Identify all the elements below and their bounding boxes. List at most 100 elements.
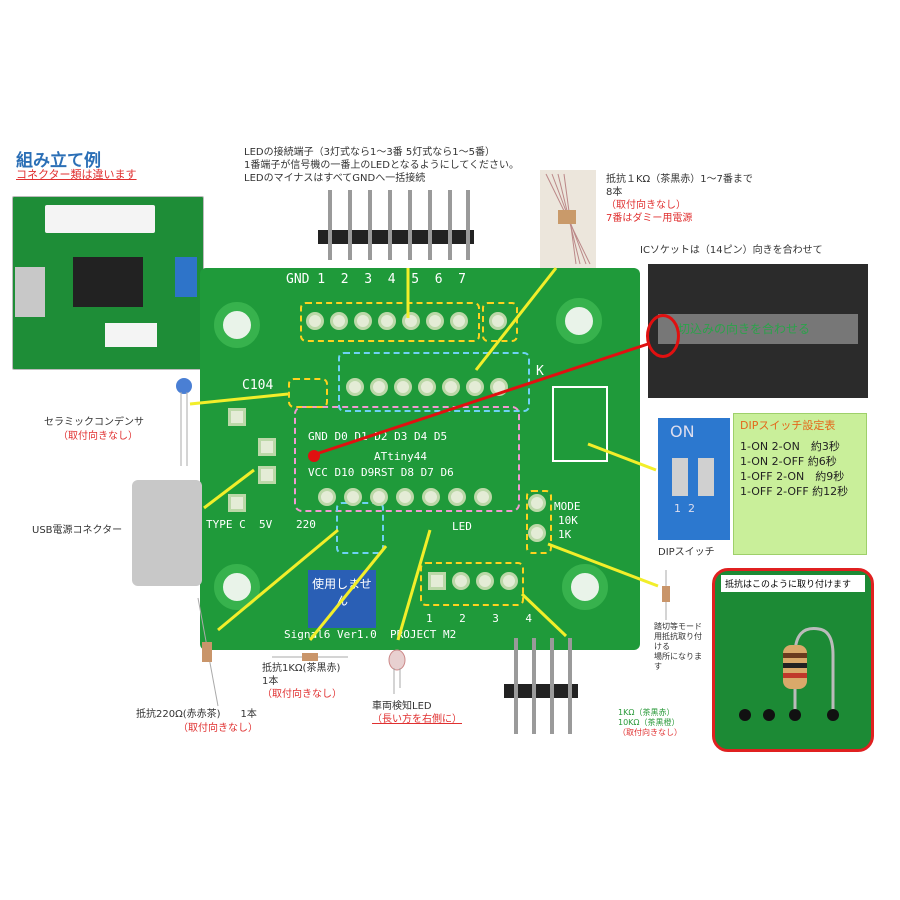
resistor-1k-callout: 抵抗１KΩ（茶黒赤）1〜7番まで 8本 （取付向きなし） 7番はダミー用電源	[606, 173, 806, 225]
led-terminal-line-1: LEDの接続端子（3灯式なら1〜3番 5灯式なら1〜5番）	[244, 147, 495, 158]
resistor-1k-single-line-1: 抵抗1KΩ(茶黒赤)	[262, 663, 341, 674]
pcb-led-label: LED	[452, 520, 472, 533]
resistor-1k-single-line-2: 1本	[262, 676, 279, 687]
assembly-example-photo	[12, 196, 204, 370]
pcb-mode-label: MODE	[554, 500, 581, 513]
led-terminal-callout: LEDの接続端子（3灯式なら1〜3番 5灯式なら1〜5番） 1番端子が信号機の一…	[244, 146, 564, 185]
ceramic-cap-label: セラミックコンデンサ	[44, 417, 144, 428]
dip-table-row: 1-ON 2-ON 約3秒	[740, 440, 840, 453]
dip-lever-1	[672, 458, 688, 496]
pad	[466, 378, 484, 396]
resistor-1k-single-note: （取付向きなし）	[262, 689, 342, 700]
resistor-install-box: 抵抗はこのように取り付けます	[712, 568, 874, 752]
dip-table-row: 1-ON 2-OFF 約6秒	[740, 455, 837, 468]
mode-resistor-callout: 踏切等モード 用抵抗取り付 ける 場所になりま す	[654, 622, 702, 672]
dip-table-row: 1-OFF 2-OFF 約12秒	[740, 485, 849, 498]
page-subtitle: コネクター類は違います	[16, 168, 137, 181]
ic-notch-text: 切込みの向きを合わせる	[678, 322, 811, 336]
pad	[228, 494, 246, 512]
pcb-k-label: K	[536, 364, 544, 379]
pcb-cap-label: C104	[242, 378, 274, 393]
dip-table-title: DIPスイッチ設定表	[740, 419, 836, 432]
pad	[422, 488, 440, 506]
ceramic-cap-photo	[172, 374, 196, 470]
pad	[500, 572, 518, 590]
pcb-r220-label: 220	[296, 518, 316, 531]
ic-socket-callout: ICソケットは（14ピン）向きを合わせて	[640, 245, 823, 256]
pad	[418, 378, 436, 396]
mode-resistor-line: す	[654, 662, 662, 671]
pad	[354, 312, 372, 330]
pcb-gnd-row-label: GND 1 2 3 4 5 6 7	[286, 272, 467, 287]
pad	[452, 572, 470, 590]
mount-hole-tr	[556, 298, 602, 344]
pcb-1k-label: 1K	[558, 528, 572, 541]
pad	[344, 488, 362, 506]
resistors-photo	[540, 170, 596, 268]
pad	[489, 312, 507, 330]
pad	[426, 312, 444, 330]
pad	[528, 524, 546, 542]
dip-settings-table: DIPスイッチ設定表 1-ON 2-ON 約3秒 1-ON 2-OFF 約6秒 …	[733, 413, 867, 555]
resistor-1k-single-callout: 抵抗1KΩ(茶黒赤) 1本 （取付向きなし）	[262, 662, 342, 701]
mount-hole-tl	[214, 302, 260, 348]
ic-notch-marker	[646, 314, 680, 358]
pad	[318, 488, 336, 506]
pad	[330, 312, 348, 330]
example-ic	[73, 257, 143, 307]
usb-connector-label: USB電源コネクター	[32, 525, 123, 536]
pad	[442, 378, 460, 396]
detect-led-photo	[386, 648, 408, 696]
pad	[370, 488, 388, 506]
mode-resistor-line: 用抵抗取り付	[654, 632, 702, 641]
pcb-type-c-label: TYPE C 5V	[206, 518, 273, 531]
ceramic-cap-note: （取付向きなし）	[58, 431, 138, 442]
dip-switch-label: DIPスイッチ	[658, 547, 715, 558]
pad	[528, 494, 546, 512]
resistor-install-drawing	[739, 627, 839, 721]
mode-resistor-note: （取付向きなし）	[618, 728, 682, 737]
resistor-1k-line-2: 8本	[606, 187, 623, 198]
pad	[258, 438, 276, 456]
led-terminal-line-3: LEDのマイナスはすべてGNDへ一括接続	[244, 173, 426, 184]
dip-lever-2	[698, 458, 714, 496]
mode-resistor-line: 場所になりま	[654, 652, 702, 661]
pad	[306, 312, 324, 330]
pcb-board: GND 1 2 3 4 5 6 7 C104 GND D0 D1 D2 D3 D…	[200, 268, 640, 650]
switch-header-zone	[420, 562, 524, 606]
pad	[428, 572, 446, 590]
ic-socket-slot	[658, 314, 858, 344]
pad	[448, 488, 466, 506]
usb-connector-photo	[132, 480, 202, 586]
led-terminal-zone	[300, 302, 480, 342]
pad	[476, 572, 494, 590]
pad	[346, 378, 364, 396]
resistor-install-label: 抵抗はこのように取り付けます	[721, 575, 865, 592]
detect-led-note: （長い方を右側に）	[372, 714, 462, 725]
pad	[258, 466, 276, 484]
led-terminal-line-2: 1番端子が信号機の一番上のLEDとなるようにしてください。	[244, 160, 520, 171]
pad	[394, 378, 412, 396]
pcb-ic-bottom-label: VCC D10 D9RST D8 D7 D6	[308, 466, 454, 479]
pcb-10k-label: 10K	[558, 514, 578, 527]
pad	[378, 312, 396, 330]
mode-resistor-photo	[660, 570, 672, 620]
pad	[450, 312, 468, 330]
example-dip	[175, 257, 197, 297]
ic-zone	[294, 406, 520, 512]
pin-header-4-photo	[498, 632, 584, 740]
mode-zone	[526, 490, 552, 554]
dip-switch-photo: ON 1 2	[658, 418, 730, 540]
pad	[396, 488, 414, 506]
ic-socket-photo: 切込みの向きを合わせる	[646, 264, 868, 398]
resistor-1k-note-1: （取付向きなし）	[606, 200, 686, 211]
resistor-1k-note-2: 7番はダミー用電源	[606, 213, 693, 224]
resistor-220-photo	[192, 596, 224, 708]
resistor-220-label: 抵抗220Ω(赤赤茶) 1本	[136, 709, 257, 720]
pcb-ic-top-label: GND D0 D1 D2 D3 D4 D5	[308, 430, 448, 443]
pin-header-drawing	[318, 190, 474, 260]
pad	[474, 488, 492, 506]
mode-resistor-line: 踏切等モード	[654, 622, 702, 631]
mode-resistor-value: 1KΩ（茶黒赤）	[618, 708, 675, 717]
